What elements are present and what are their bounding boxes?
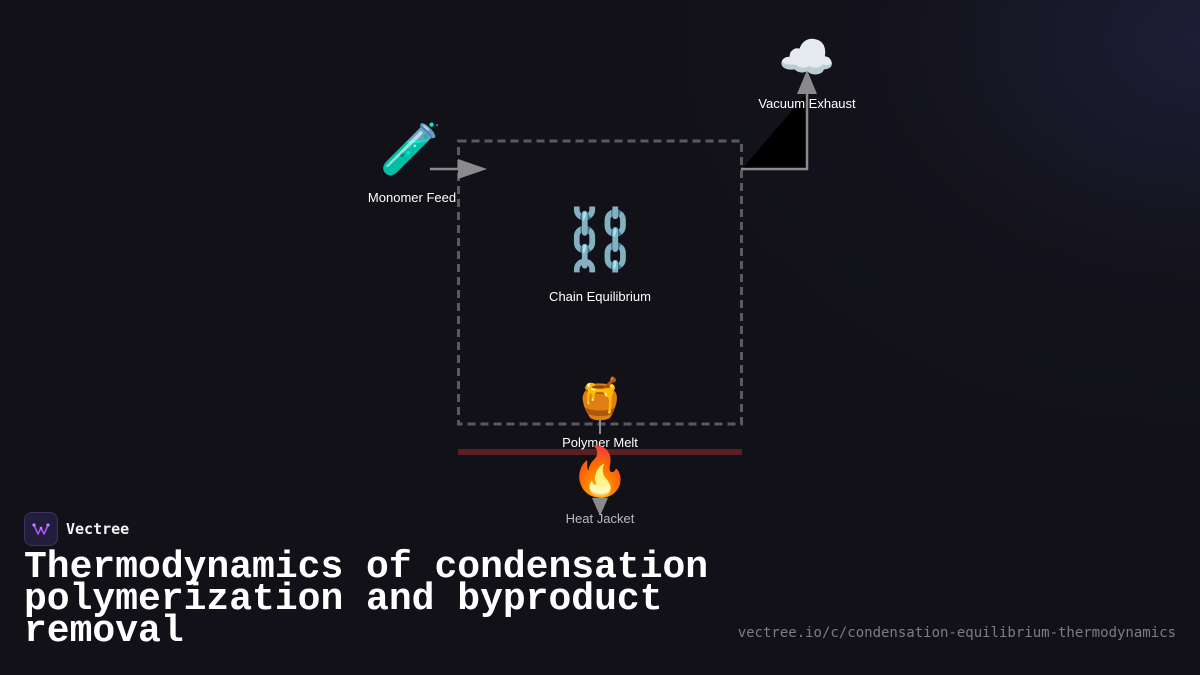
page-title: Thermodynamics of condensation polymeriz… [24,546,709,653]
feed-arrow [430,159,487,179]
chain-icon: ⛓️ [562,205,638,275]
exhaust-arrow [741,70,817,171]
brand-name: Vectree [66,520,130,538]
heat-arrow [592,498,608,516]
honey-pot-icon: 🍯 [575,376,625,422]
source-url: vectree.io/c/condensation-equilibrium-th… [737,625,1176,641]
monomer-feed-label: Monomer Feed [367,190,457,205]
cloud-icon: ☁️ [778,30,836,84]
heat-jacket-label: Heat Jacket [565,511,635,526]
fire-icon: 🔥 [570,444,630,500]
polymer-melt-label: Polymer Melt [562,435,638,450]
heat-jacket-bar [458,449,742,455]
test-tube-icon: 🧪 [379,120,443,178]
brand: Vectree [24,512,129,546]
chain-equilibrium-label: Chain Equilibrium [549,289,651,304]
vectree-logo-icon [24,512,58,546]
vacuum-exhaust-label: Vacuum Exhaust [758,96,856,111]
